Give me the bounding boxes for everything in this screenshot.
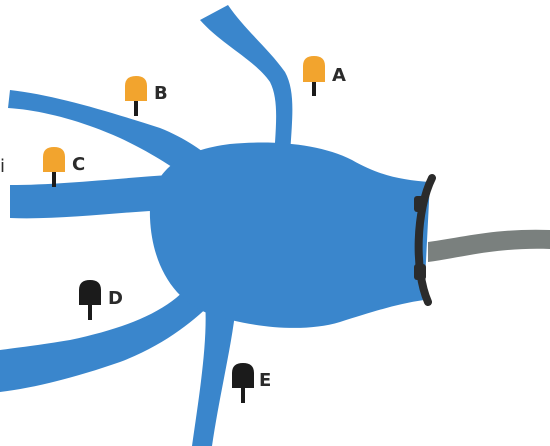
channel-network (0, 5, 430, 446)
channel-bottom (192, 300, 236, 446)
marker-a: A (303, 56, 346, 96)
pin-stem (52, 172, 56, 187)
outflow-pipe (428, 230, 550, 262)
barrier-bracket-top (414, 196, 426, 212)
pin-stem (312, 82, 316, 96)
marker-e: E (232, 363, 271, 403)
marker-label: C (72, 154, 85, 175)
marker-b: B (125, 76, 168, 116)
pin-icon (232, 363, 254, 388)
marker-label: B (154, 83, 168, 104)
pin-icon (43, 147, 65, 172)
pin-icon (303, 56, 325, 82)
channel-top (200, 5, 292, 158)
main-basin (150, 143, 430, 328)
pin-stem (134, 101, 138, 116)
marker-label: A (332, 65, 346, 86)
pin-stem (88, 305, 92, 320)
pin-icon (79, 280, 101, 305)
marker-c: C (43, 147, 85, 187)
channel-left (10, 175, 170, 218)
marker-d: D (79, 280, 123, 320)
pin-stem (241, 388, 245, 403)
barrier-bracket-bottom (414, 264, 426, 280)
marker-label: D (108, 288, 123, 309)
pin-icon (125, 76, 147, 101)
marker-label: E (259, 370, 271, 391)
edge-text: i (0, 156, 5, 177)
